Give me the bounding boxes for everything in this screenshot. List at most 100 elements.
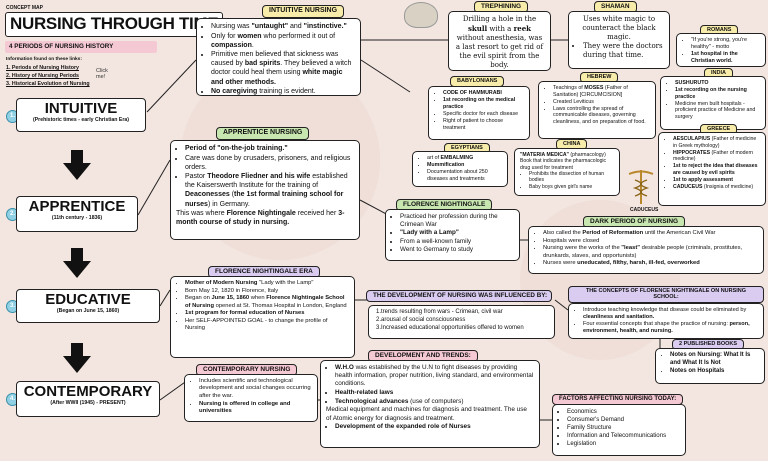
fn-era-item: 1st program for formal education of Nurs…	[185, 310, 349, 317]
china-item: Baby boys given girl's name	[529, 184, 614, 190]
fn-era-item: Her SELF-APPOINTED GOAL - to change the …	[185, 318, 349, 332]
apprentice-nursing-label: APPRENTICE NURSING	[216, 127, 310, 140]
apprentice-item: Pastor Theodore Fliedner and his wife es…	[185, 172, 354, 208]
china-text: "MATERIA MEDICA" (pharmacology) Book tha…	[520, 152, 607, 171]
factors-item: Legislation	[567, 440, 680, 448]
era-range: (Began on June 15, 1860)	[56, 307, 120, 314]
apprentice-item: Period of "on-the-job training."	[185, 144, 354, 153]
shaman-text: Uses white magic to counteract the black…	[582, 15, 656, 42]
link-evolution[interactable]: 3. Historical Evolution of Nursing	[6, 81, 90, 87]
influenced-box: 1.trends resulting from wars - Crimean, …	[368, 305, 555, 339]
hebrew-box: Teachings of MOSES (Father of Sanitation…	[538, 81, 656, 139]
fn-era-item: Mother of Modern Nursing "Lady with the …	[185, 280, 349, 287]
contemporary-nursing-box: Includes scientific and technological de…	[184, 374, 318, 422]
greece-item: HIPPOCRATES (Father of modern medicine)	[673, 150, 760, 163]
fn-era-item: Born May 12, 1820 in Florence, Italy	[185, 288, 349, 295]
hebrew-item: Teachings of MOSES (Father of Sanitation…	[553, 85, 650, 98]
hebrew-item: Created Leviticus	[553, 99, 650, 106]
egyptians-box: art of EMBALMING Mummification Documenta…	[412, 151, 508, 187]
fn-item: Practiced her profession during the Crim…	[400, 213, 514, 229]
india-box: SUSHURUTO 1st recording on the nursing p…	[660, 76, 766, 130]
factors-box: Economics Consumer's Demand Family Struc…	[552, 404, 686, 456]
factors-item: Family Structure	[567, 424, 680, 432]
babylonians-item: Specific doctor for each disease	[443, 111, 524, 118]
caduceus-icon	[628, 170, 654, 204]
apprentice-trailing: This was where Florence Nightingale rece…	[176, 210, 345, 227]
fn-item: From a well-known family	[400, 238, 514, 246]
intuitive-nursing-label: INTUITIVE NURSING	[262, 5, 345, 18]
down-arrow-icon	[63, 150, 91, 180]
link-periods[interactable]: 1. Periods of Nursing History	[6, 65, 79, 71]
books-item: Notes on Hospitals	[670, 368, 759, 376]
dark-period-box: Also called the Period of Reformation un…	[528, 226, 764, 274]
books-box: Notes on Nursing: What It Is and What It…	[655, 348, 765, 384]
india-item: Medicine men built hospitals - proficien…	[675, 101, 760, 121]
apprentice-nursing-box: Period of "on-the-job training." Care wa…	[170, 140, 360, 240]
fn-era-box: Mother of Modern Nursing "Lady with the …	[170, 276, 355, 358]
egyptians-item: Documentation about 250 diseases and tre…	[427, 169, 502, 182]
page-subtitle: 4 PERIODS OF NURSING HISTORY	[5, 41, 157, 53]
intuitive-nursing-box: Nursing was "untaught" and "instinctive.…	[196, 18, 361, 96]
factors-item: Economics	[567, 408, 680, 416]
era-name: CONTEMPORARY	[23, 383, 153, 400]
era-name: INTUITIVE	[44, 100, 118, 117]
babylonians-item: 1st recording on the medical practice	[443, 97, 524, 110]
greece-item: CADUCEUS (Insignia of medicine)	[673, 184, 760, 191]
florence-nightingale-box: Practiced her profession during the Crim…	[385, 209, 520, 261]
fn-item: "Lady with a Lamp"	[400, 229, 514, 237]
concepts-item: Four essential concepts that shape the p…	[583, 321, 758, 335]
books-item: Notes on Nursing: What It Is and What It…	[670, 352, 759, 367]
development-box: W.H.O was established by the U.N to figh…	[320, 360, 540, 448]
influenced-item: 3.Increased educational opportunities of…	[376, 325, 524, 331]
era-intuitive: INTUITIVE (Prehistoric times - early Chr…	[16, 98, 146, 132]
skull-icon	[404, 2, 438, 28]
development-item: Technological advances (use of computers…	[335, 398, 534, 406]
era-educative: EDUCATIVE (Began on June 15, 1860)	[16, 289, 160, 323]
egyptians-item: art of EMBALMING	[427, 155, 502, 162]
babylonians-item: Right of patient to choose treatment	[443, 118, 524, 131]
caduceus-caption: CADUCEUS	[630, 207, 659, 213]
china-box: "MATERIA MEDICA" (pharmacology) Book tha…	[514, 148, 620, 196]
factors-item: Information and Telecommunications	[567, 432, 680, 440]
dark-period-item: Nurses were uneducated, filthy, harsh, i…	[543, 260, 758, 267]
india-item: 1st recording on the nursing practice	[675, 87, 760, 100]
romans-box: "If you're strong, you're healthy" - mot…	[676, 33, 766, 67]
greece-item: 1st to apply assessment	[673, 177, 760, 184]
intuitive-item: Nursing was "untaught" and "instinctive.…	[211, 22, 355, 31]
click-me-label[interactable]: Click me!	[96, 68, 108, 81]
fn-item: Went to Germany to study	[400, 246, 514, 254]
babylonians-box: CODE OF HAMMURABI 1st recording on the m…	[428, 86, 530, 140]
era-range: (After WWII (1945) - PRESENT)	[50, 399, 126, 406]
development-item: W.H.O was established by the U.N to figh…	[335, 364, 534, 389]
down-arrow-icon	[63, 248, 91, 278]
development-para: Medical equipment and machines for diagn…	[326, 406, 527, 422]
development-item: Development of the expanded role of Nurs…	[335, 423, 534, 431]
era-number: 1.	[6, 110, 19, 123]
influenced-label: THE DEVELOPMENT OF NURSING WAS INFLUENCE…	[366, 290, 552, 302]
page-title: NURSING THROUGH TIME	[5, 12, 224, 37]
apprentice-item: Care was done by crusaders, prisoners, a…	[185, 154, 354, 172]
fn-era-item: Began on June 15, 1860 when Florence Nig…	[185, 295, 349, 309]
era-contemporary: CONTEMPORARY (After WWII (1945) - PRESEN…	[16, 381, 160, 417]
influenced-item: 1.trends resulting from wars - Crimean, …	[376, 309, 503, 315]
dark-period-item: Also called the Period of Reformation un…	[543, 230, 758, 237]
babylonians-item: CODE OF HAMMURABI	[443, 90, 524, 97]
egyptians-item: Mummification	[427, 162, 502, 169]
greece-box: AESCULAPIUS (Father of medicine in Greek…	[658, 132, 766, 206]
concepts-label: THE CONCEPTS OF FLORENCE NIGHTINGALE ON …	[568, 286, 764, 303]
concepts-box: Introduce teaching knowledge that diseas…	[568, 303, 764, 339]
era-name: EDUCATIVE	[45, 291, 131, 308]
intuitive-item: Only for women who performed it out of c…	[211, 32, 355, 50]
era-range: (Prehistoric times - early Christian Era…	[32, 116, 129, 123]
intuitive-item: Primitive men believed that sickness was…	[211, 50, 355, 86]
greece-item: 1st to reject the idea that diseases are…	[673, 163, 760, 176]
intuitive-item: No caregiving training is evident.	[211, 87, 355, 96]
romans-item: 1st hospital in the Christian world.	[691, 51, 760, 65]
factors-item: Consumer's Demand	[567, 416, 680, 424]
india-item: SUSHURUTO	[675, 80, 760, 87]
link-history[interactable]: 2. History of Nursing Periods	[6, 73, 79, 79]
greece-item: AESCULAPIUS (Father of medicine in Greek…	[673, 136, 760, 149]
down-arrow-icon	[63, 343, 91, 373]
concepts-item: Introduce teaching knowledge that diseas…	[583, 307, 758, 321]
